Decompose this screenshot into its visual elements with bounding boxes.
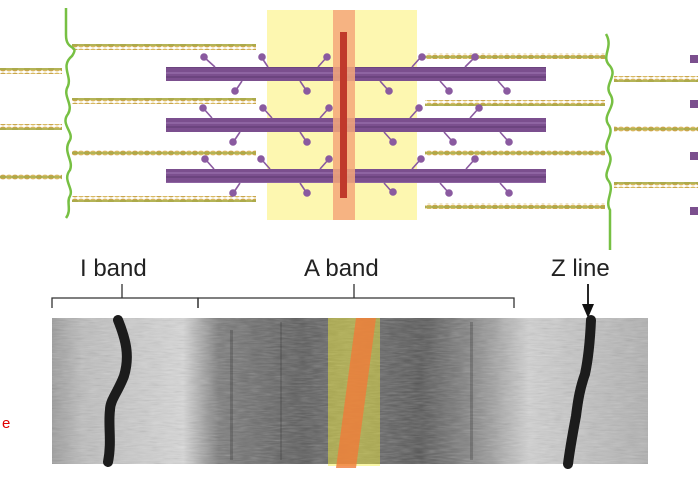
z-disc-right: [606, 34, 613, 250]
a-band-label: A band: [304, 255, 379, 282]
arrow-down-icon: [582, 284, 594, 318]
edge-text-fragment: e: [2, 415, 10, 432]
z-disc-left: [65, 8, 74, 218]
a-band-bracket: [198, 284, 514, 308]
micrograph: [52, 318, 648, 468]
i-band-label: I band: [80, 255, 147, 282]
m-line-core: [340, 32, 347, 198]
z-line-label: Z line: [551, 255, 610, 282]
i-band-bracket: [52, 284, 198, 308]
sarcomere-schematic: [0, 8, 698, 250]
